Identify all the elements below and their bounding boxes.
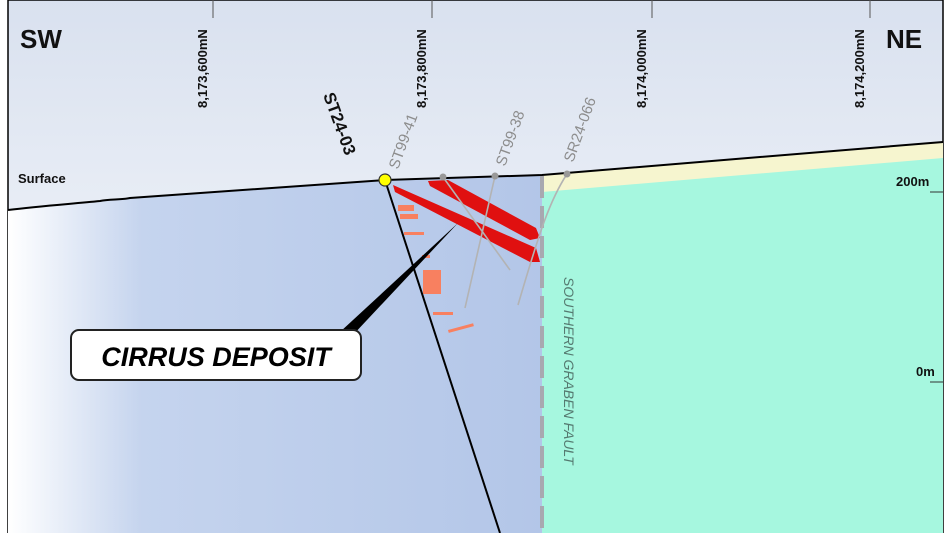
graben-unit	[542, 158, 943, 533]
anomaly-intercepts	[398, 205, 474, 333]
primary-collar	[378, 173, 392, 187]
drill-traces	[442, 173, 568, 309]
northing-label: 8,173,600mN	[195, 29, 210, 108]
direction-ne: NE	[886, 24, 922, 54]
surface-label: Surface	[18, 171, 66, 186]
elevation-label: 0m	[916, 364, 935, 379]
elevation-label: 200m	[896, 174, 929, 189]
drill-collar	[563, 170, 571, 178]
northing-label: 8,173,800mN	[414, 29, 429, 108]
primary-drill-trace	[384, 179, 501, 533]
drill-collar	[439, 173, 447, 181]
deposit-label: CIRRUS DEPOSIT	[101, 342, 333, 372]
mineralised-lens	[393, 185, 540, 262]
fault-label: SOUTHERN GRABEN FAULT	[561, 277, 577, 466]
direction-sw: SW	[20, 24, 62, 54]
northing-ticks	[212, 0, 871, 18]
northing-label: 8,174,200mN	[852, 29, 867, 108]
surface-line	[7, 141, 944, 211]
callout-pointer	[340, 223, 458, 336]
drill-collar	[491, 172, 499, 180]
deposit-callout-box	[70, 329, 362, 381]
northing-label: 8,174,000mN	[634, 29, 649, 108]
